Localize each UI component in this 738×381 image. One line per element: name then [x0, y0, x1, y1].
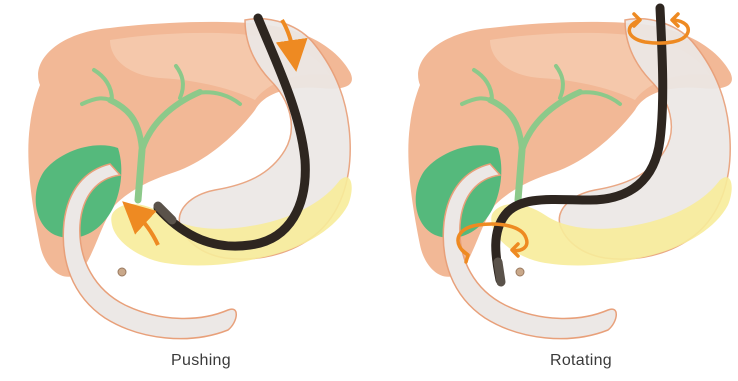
- papilla: [516, 268, 524, 276]
- panel-pushing: [28, 18, 352, 339]
- endoscope-tip: [498, 262, 501, 282]
- caption-rotating: Rotating: [481, 352, 681, 370]
- caption-pushing: Pushing: [101, 352, 301, 370]
- panel-rotating: [408, 8, 732, 339]
- papilla: [118, 268, 126, 276]
